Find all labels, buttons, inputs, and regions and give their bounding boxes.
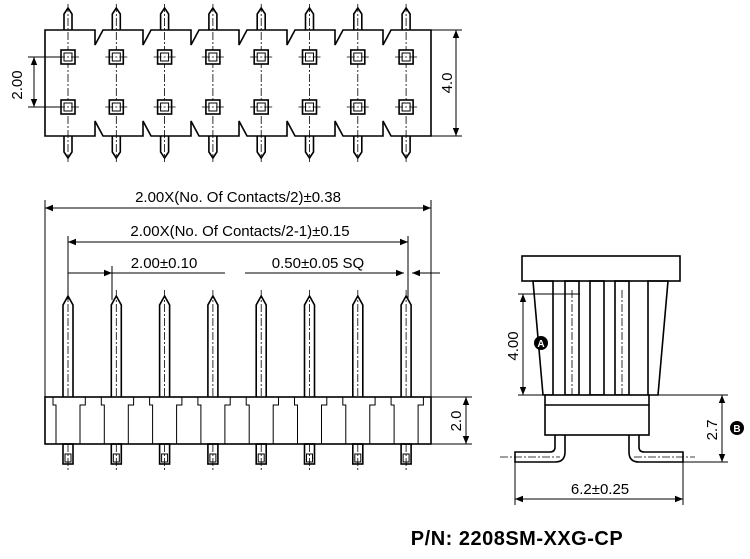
front-pitch-label: 2.00±0.10	[131, 255, 198, 272]
side-view-body	[544, 394, 650, 436]
marker-b-label: B	[733, 424, 740, 435]
front-pin-lead	[62, 443, 74, 465]
front-pin-lead	[207, 443, 219, 465]
side-view-right-lead	[628, 435, 684, 463]
front-pin-lead	[255, 443, 268, 465]
pin-span-label: 2.00X(No. Of Contacts/2-1)±0.15	[130, 223, 349, 240]
top-view-pins	[57, 4, 418, 162]
side-view-cap	[521, 255, 681, 282]
front-view-body	[44, 396, 432, 445]
pin-size-label: 0.50±0.05 SQ	[272, 255, 364, 272]
part-number: P/N: 2208SM-XXG-CP	[411, 528, 623, 550]
marker-b-badge	[730, 421, 744, 435]
pin-length-label: 4.00	[505, 331, 522, 360]
front-pin-lead	[110, 443, 123, 465]
front-view-body-details	[52, 397, 424, 465]
front-pin-lead	[303, 443, 316, 465]
side-view-left-lead	[514, 435, 566, 463]
top-pitch-label: 2.00	[9, 70, 26, 99]
top-width-label: 4.0	[439, 73, 456, 94]
marker-a-badge	[534, 336, 548, 350]
marker-a-label: A	[537, 339, 544, 350]
top-view: 2.00 4.0	[9, 4, 462, 162]
front-pin-lead	[158, 443, 171, 465]
front-pin-lead	[351, 443, 364, 465]
footprint-label: 6.2±0.25	[571, 481, 629, 498]
top-view-body-outline	[44, 29, 432, 137]
side-view: 4.00 A 2.7 B 6.2±0.25	[500, 255, 744, 505]
overall-length-label: 2.00X(No. Of Contacts/2)±0.38	[135, 189, 341, 206]
standoff-label: 2.7	[704, 420, 721, 441]
front-view: 2.00X(No. Of Contacts/2)±0.38 2.00X(No. …	[44, 189, 472, 470]
front-pin-lead	[400, 443, 412, 465]
body-height-label: 2.0	[448, 411, 465, 432]
